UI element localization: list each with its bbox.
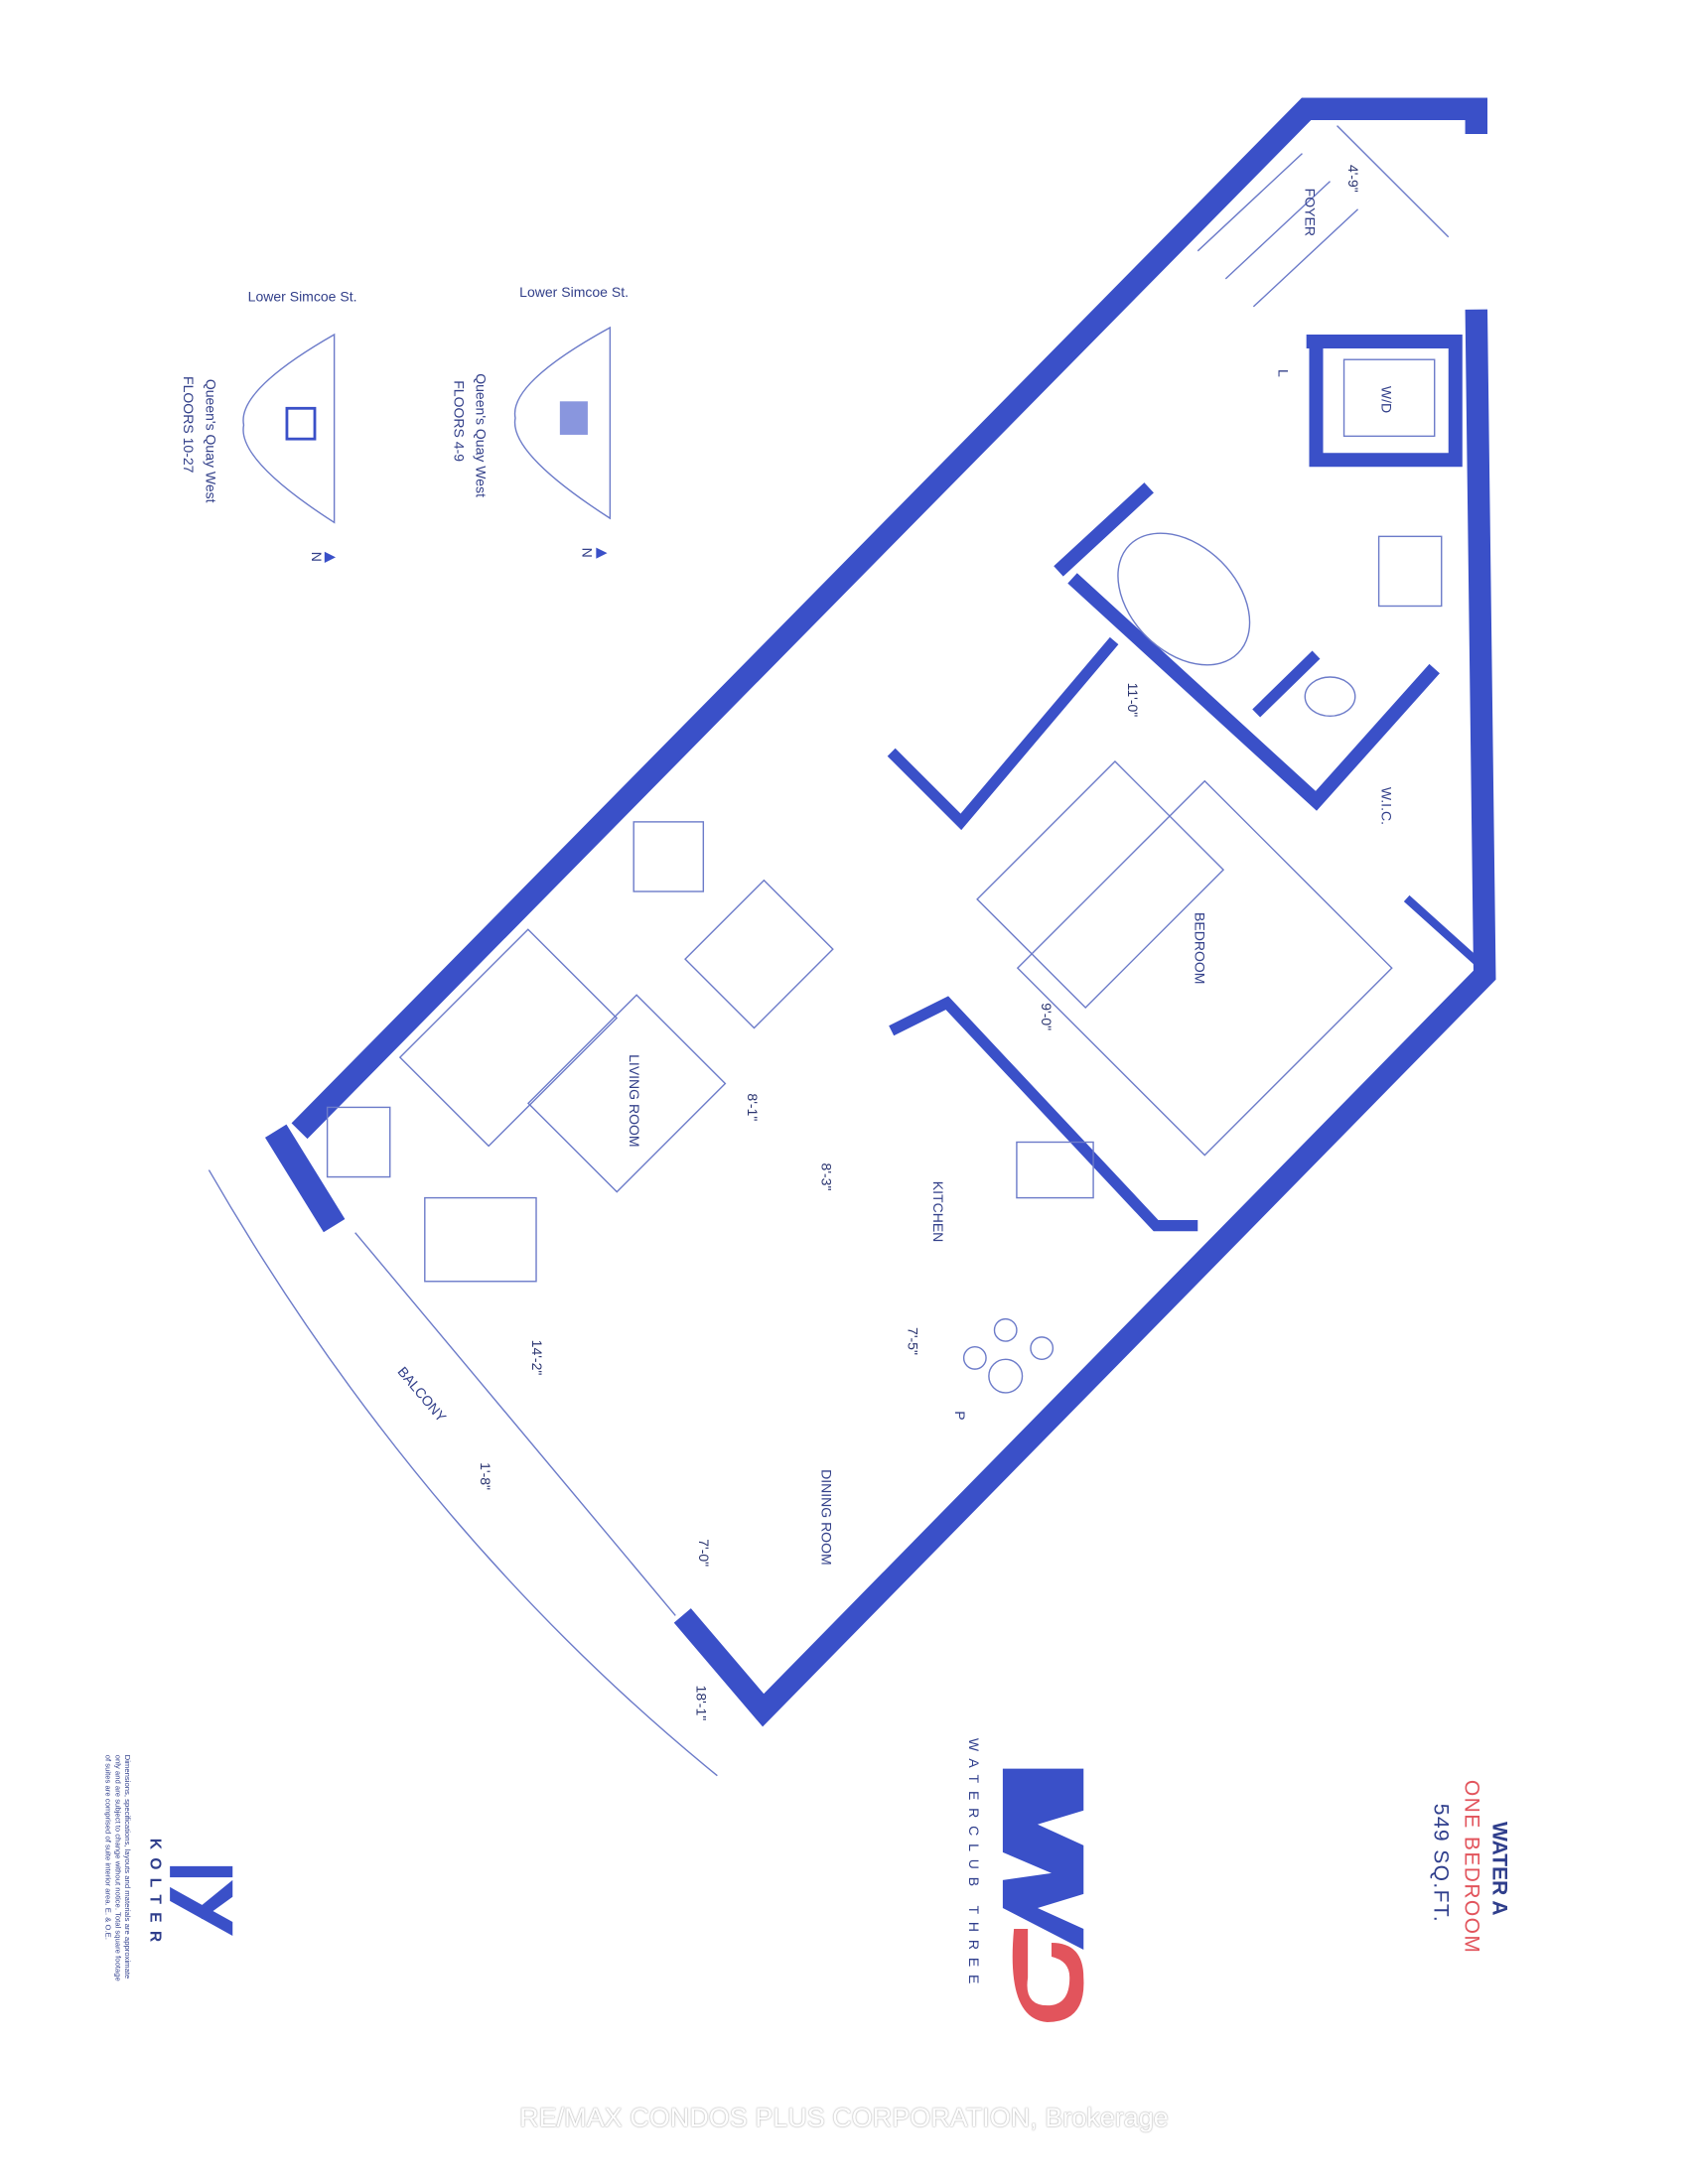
room-label-dining: DINING ROOM	[819, 1469, 835, 1566]
keyplan-floors-4-9: Lower Simcoe St. Queen's Quay West FLOOR…	[451, 284, 629, 559]
disclaimer: Dimensions, specifications, layouts and …	[104, 1755, 133, 1981]
waterclub-three-logo: WATERCLUB THREE	[966, 1738, 1084, 2022]
dim-closet: 11'-0"	[1125, 683, 1141, 718]
keyplan-street-top: Lower Simcoe St.	[248, 288, 357, 304]
dim-foyer: 4'-9"	[1345, 165, 1361, 193]
brand-tagline: WATERCLUB THREE	[966, 1738, 982, 1991]
room-label-balcony: BALCONY	[394, 1364, 450, 1426]
unit-name: WATER A	[1488, 1822, 1511, 1916]
dim-bedroom: 9'-0"	[1039, 1003, 1055, 1030]
dim-living: 8'-1"	[745, 1093, 761, 1121]
north-label: N	[579, 548, 595, 558]
room-label-wic: W.I.C.	[1378, 787, 1394, 825]
room-label-linen: L	[1276, 369, 1292, 377]
keyplan-street-top: Lower Simcoe St.	[519, 284, 629, 300]
room-label-pantry: P	[952, 1411, 968, 1420]
room-label-kitchen: KITCHEN	[930, 1181, 946, 1243]
keyplan-floors-10-27: Lower Simcoe St. Queen's Quay West FLOOR…	[181, 288, 357, 563]
keyplan-street-side: Queen's Quay West	[474, 373, 490, 497]
unit-type: ONE BEDROOM	[1461, 1780, 1483, 1954]
keyplan-floors: FLOORS 4-9	[451, 380, 467, 462]
dim-balcony-w: 1'-8"	[478, 1462, 493, 1490]
disclaimer-line: of suites are comprised of suite interio…	[104, 1755, 113, 1940]
dim-kitchen-w: 8'-3"	[819, 1163, 835, 1191]
exterior-walls	[264, 97, 1496, 1727]
dim-overall: 18'-1"	[693, 1686, 709, 1721]
fixtures	[208, 125, 1450, 1777]
north-arrow-icon	[596, 547, 608, 559]
dim-balcony-l: 14'-2"	[529, 1340, 545, 1376]
unit-title: WATER A ONE BEDROOM 549 SQ.FT.	[1430, 1780, 1511, 1954]
keyplan-street-side: Queen's Quay West	[204, 379, 219, 503]
room-label-wd: W/D	[1378, 386, 1394, 413]
dim-kitchen-l: 7'-5"	[906, 1327, 921, 1355]
north-label: N	[309, 552, 325, 562]
unit-area: 549 SQ.FT.	[1430, 1804, 1453, 1923]
brokerage-watermark: RE/MAX CONDOS PLUS CORPORATION, Brokerag…	[519, 2103, 1169, 2132]
keyplan-floors: FLOORS 10-27	[181, 376, 197, 474]
north-arrow-icon	[324, 551, 337, 563]
room-label-bedroom: BEDROOM	[1192, 912, 1207, 984]
room-label-living: LIVING ROOM	[627, 1054, 642, 1147]
room-label-foyer: FOYER	[1302, 189, 1318, 236]
disclaimer-line: Dimensions, specifications, layouts and …	[123, 1755, 132, 1979]
kolter-logo: KOLTER	[146, 1839, 233, 1951]
developer-name: KOLTER	[146, 1839, 163, 1951]
disclaimer-line: only and are subject to change without n…	[113, 1755, 122, 1981]
dim-dining: 7'-0"	[696, 1539, 712, 1567]
